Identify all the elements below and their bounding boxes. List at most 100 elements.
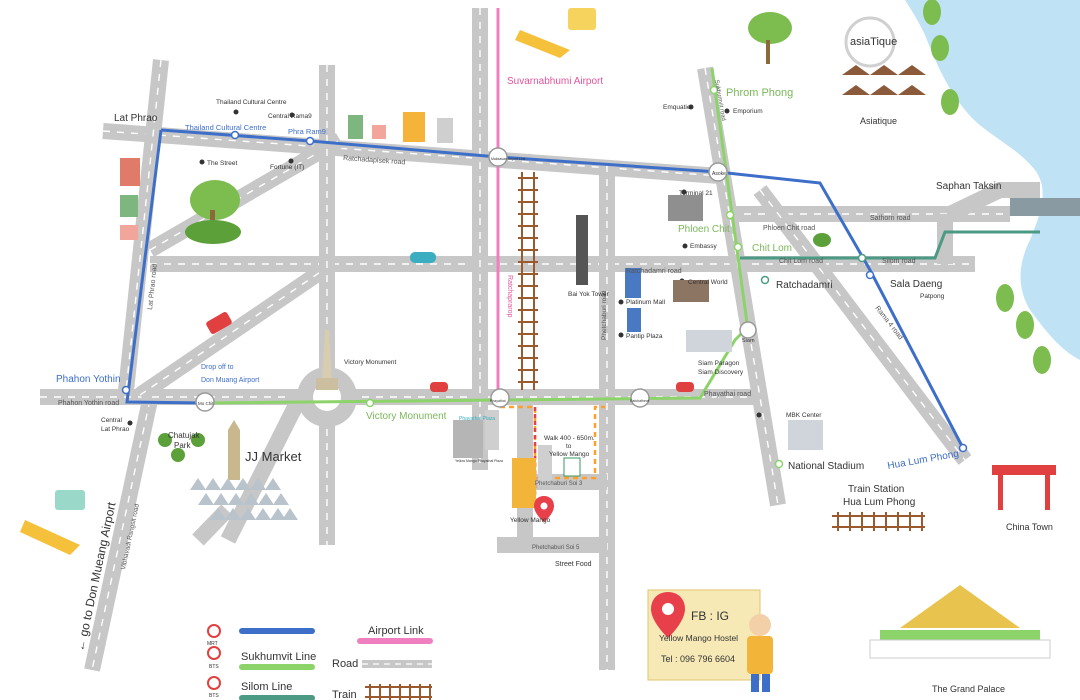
contact-fb-ig[interactable]: FB : IG: [691, 609, 729, 623]
label-lat-phrao: Lat Phrao: [114, 113, 158, 124]
label-chatujak-1: Chatujak: [168, 431, 201, 440]
label-saphan-taksin: Saphan Taksin: [936, 181, 1001, 192]
label-street-food: Street Food: [555, 561, 592, 568]
label-central-lat-phrao-2: Lat Phrao: [101, 426, 130, 433]
label-embassy: Embassy: [690, 243, 717, 250]
label-phayathai: Phayathai: [490, 399, 506, 403]
label-emquatier: Emquatier: [663, 104, 693, 111]
contact-hostel-name: Yellow Mango Hostel: [659, 633, 738, 643]
label-asiatique: Asiatique: [860, 116, 897, 126]
label-terminal21: Terminal 21: [679, 190, 713, 197]
road-network: [40, 8, 1040, 672]
label-phahon-yothin-road: Phahon Yothin road: [58, 400, 119, 407]
label-china-town: China Town: [1006, 522, 1053, 532]
railway-track: [518, 172, 538, 390]
traveler-icon: [749, 614, 771, 636]
legend-road: Road: [332, 658, 358, 670]
phayathai-station: [490, 388, 510, 408]
legend-mrt-label: MRT: [207, 641, 218, 647]
siam-station: [739, 321, 757, 339]
label-siam-discovery: Siam Discovery: [698, 369, 744, 376]
label-fortune: Fortune (IT): [270, 164, 304, 171]
label-makkasan: Makkasan Airport Link: [491, 157, 526, 161]
label-the-grand-palace: The Grand Palace: [932, 684, 1005, 694]
label-mo-chit: Mo Chit: [198, 401, 214, 406]
decorations: [20, 0, 1080, 659]
label-hua-lum-phong: Hua Lum Phong: [887, 449, 960, 472]
label-train-station: Train Station: [848, 484, 904, 495]
label-asiatique-sign: asiaTique: [850, 36, 897, 48]
leg-right: [762, 674, 770, 692]
legend-silom-line: Silom Line: [241, 681, 292, 693]
label-victory-monument-mark: Victory Monument: [344, 359, 396, 366]
map-legend: MRT BTS Sukhumvit Line BTS Silom Line Ai…: [207, 624, 433, 700]
walking-route: [500, 405, 605, 480]
asoke-station: [708, 162, 728, 182]
label-central-lat-phrao-1: Central: [101, 417, 123, 424]
contact-tel[interactable]: Tel : 096 796 6604: [661, 654, 735, 664]
label-phetchaburi-soi3: Phetchaburi Soi 3: [535, 481, 583, 487]
label-national-stadium: National Stadium: [788, 461, 864, 472]
label-phrom-phong: Phrom Phong: [726, 87, 793, 99]
label-phayathai-road: Phayathai road: [704, 391, 751, 398]
bts-sukhumvit-line: [204, 67, 750, 405]
label-phetchaburi-soi5: Phetchaburi Soi 5: [532, 545, 580, 551]
contact-card: FB : IG Yellow Mango Hostel Tel : 096 79…: [647, 589, 773, 692]
label-phayathai-plaza: Phayathai Plaza: [459, 416, 495, 422]
legend-sukhumvit-line: Sukhumvit Line: [241, 651, 316, 663]
chao-phraya-river: [905, 0, 1080, 360]
label-ratchadamri-road: Ratchadamri road: [626, 268, 682, 275]
label-chatujak-2: Park: [174, 441, 191, 450]
label-sathorn-road: Sathorn road: [870, 215, 911, 222]
backpack: [747, 636, 773, 674]
label-platinum-mall: Platinum Mall: [626, 299, 666, 306]
hua-lum-phong-track: [832, 512, 925, 531]
leg-left: [751, 674, 759, 692]
label-phahon-yothin: Phahon Yothin: [56, 374, 121, 385]
label-phra-ram9: Phra Ram9: [288, 127, 326, 136]
label-suvarnabhumi-airport: Suvarnabhumi Airport: [507, 76, 603, 87]
label-walk-note-1: Walk 400 - 650m.: [544, 435, 595, 442]
stations: [121, 85, 968, 469]
legend-train: Train: [332, 689, 357, 700]
label-baiyok-tower: Bai Yok Tower: [568, 291, 610, 298]
label-chit-lom-road: Chit Lom road: [779, 258, 823, 265]
monument-base: [316, 378, 338, 390]
label-phloen-chit: Phloen Chit: [678, 224, 730, 235]
mo-chit-station: [195, 392, 215, 412]
label-thailand-cultural-centre: Thailand Cultural Centre: [185, 123, 266, 132]
label-ratchaprarop: Ratchaprarop: [506, 275, 513, 318]
legend-bts-label-1: BTS: [209, 664, 219, 670]
label-don-mueang-drop: Don Muang Airport: [201, 377, 259, 384]
label-phetchaburi-road: Phetchaburi road: [601, 290, 608, 340]
pin-dot: [540, 502, 548, 510]
label-train-station-hualumphong: Hua Lum Phong: [843, 497, 915, 508]
label-walk-note-3: Yellow Mango: [549, 451, 590, 458]
ratchathewi-station: [630, 388, 650, 408]
legend-bts-label-2: BTS: [209, 693, 219, 699]
label-emporium: Emporium: [733, 108, 763, 115]
label-chit-lom: Chit Lom: [752, 243, 792, 254]
label-ratchadapisek-road: Ratchadapisek road: [343, 155, 406, 166]
label-the-street: The Street: [207, 160, 238, 167]
mrt-line-west: [125, 129, 206, 405]
pin-center: [662, 603, 674, 615]
label-jj-market: JJ Market: [245, 449, 302, 464]
label-thailand-cultural-centre-top: Thailand Cultural Centre: [216, 99, 287, 106]
label-lat-phrao-road: Lat Phrao road: [147, 263, 159, 310]
label-sign-board: Yellow Mango Phayathai Plaza: [455, 459, 503, 463]
legend-airport-link: Airport Link: [368, 625, 424, 637]
label-yellow-mango: Yellow Mango: [510, 517, 551, 524]
label-patpong: Patpong: [920, 293, 945, 300]
label-ratchathewi: Ratchathewi: [630, 399, 649, 403]
label-victory-monument: Victory Monument: [366, 411, 447, 422]
label-mbk-center: MBK Center: [786, 412, 822, 419]
label-central-world: Central World: [688, 279, 728, 286]
label-pantip-plaza: Pantip Plaza: [626, 333, 663, 340]
label-silom-road: Silom road: [882, 258, 916, 265]
label-walk-note-2: to: [566, 443, 572, 450]
label-drop-off: Drop off to: [201, 364, 234, 371]
label-siam-paragon: Siam Paragon: [698, 360, 740, 367]
label-sala-daeng: Sala Daeng: [890, 279, 942, 290]
